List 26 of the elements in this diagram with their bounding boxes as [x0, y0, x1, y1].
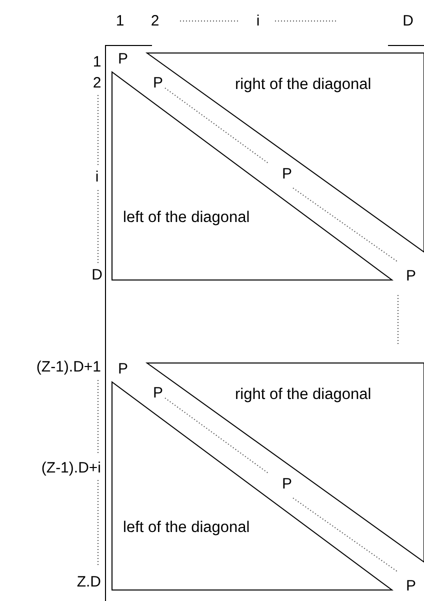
- row-index: 1: [92, 54, 102, 70]
- upper-triangle: [147, 53, 424, 252]
- element-label: P: [406, 268, 416, 284]
- upper-triangle: [147, 363, 424, 562]
- column-index: 2: [150, 14, 160, 28]
- element-label: P: [118, 362, 128, 376]
- column-index: D: [402, 14, 414, 28]
- row-index: Z.D: [76, 574, 101, 590]
- row-index: 2: [92, 76, 102, 90]
- region-label: right of the diagonal: [235, 77, 372, 92]
- region-label: left of the diagonal: [123, 520, 250, 536]
- column-index: 1: [116, 14, 124, 28]
- row-index: D: [92, 268, 102, 282]
- lower-triangle: [112, 382, 392, 590]
- element-label: P: [406, 578, 416, 594]
- region-label: left of the diagonal: [123, 210, 250, 226]
- column-index: i: [256, 14, 260, 28]
- row-index: i: [95, 170, 99, 184]
- element-label: P: [153, 76, 163, 90]
- element-label: P: [153, 386, 163, 400]
- region-label: right of the diagonal: [235, 387, 372, 402]
- element-label: P: [282, 166, 292, 182]
- lower-triangle: [112, 72, 392, 280]
- row-index: (Z-1).D+1: [36, 360, 101, 374]
- element-label: P: [282, 476, 292, 492]
- element-label: P: [118, 52, 128, 66]
